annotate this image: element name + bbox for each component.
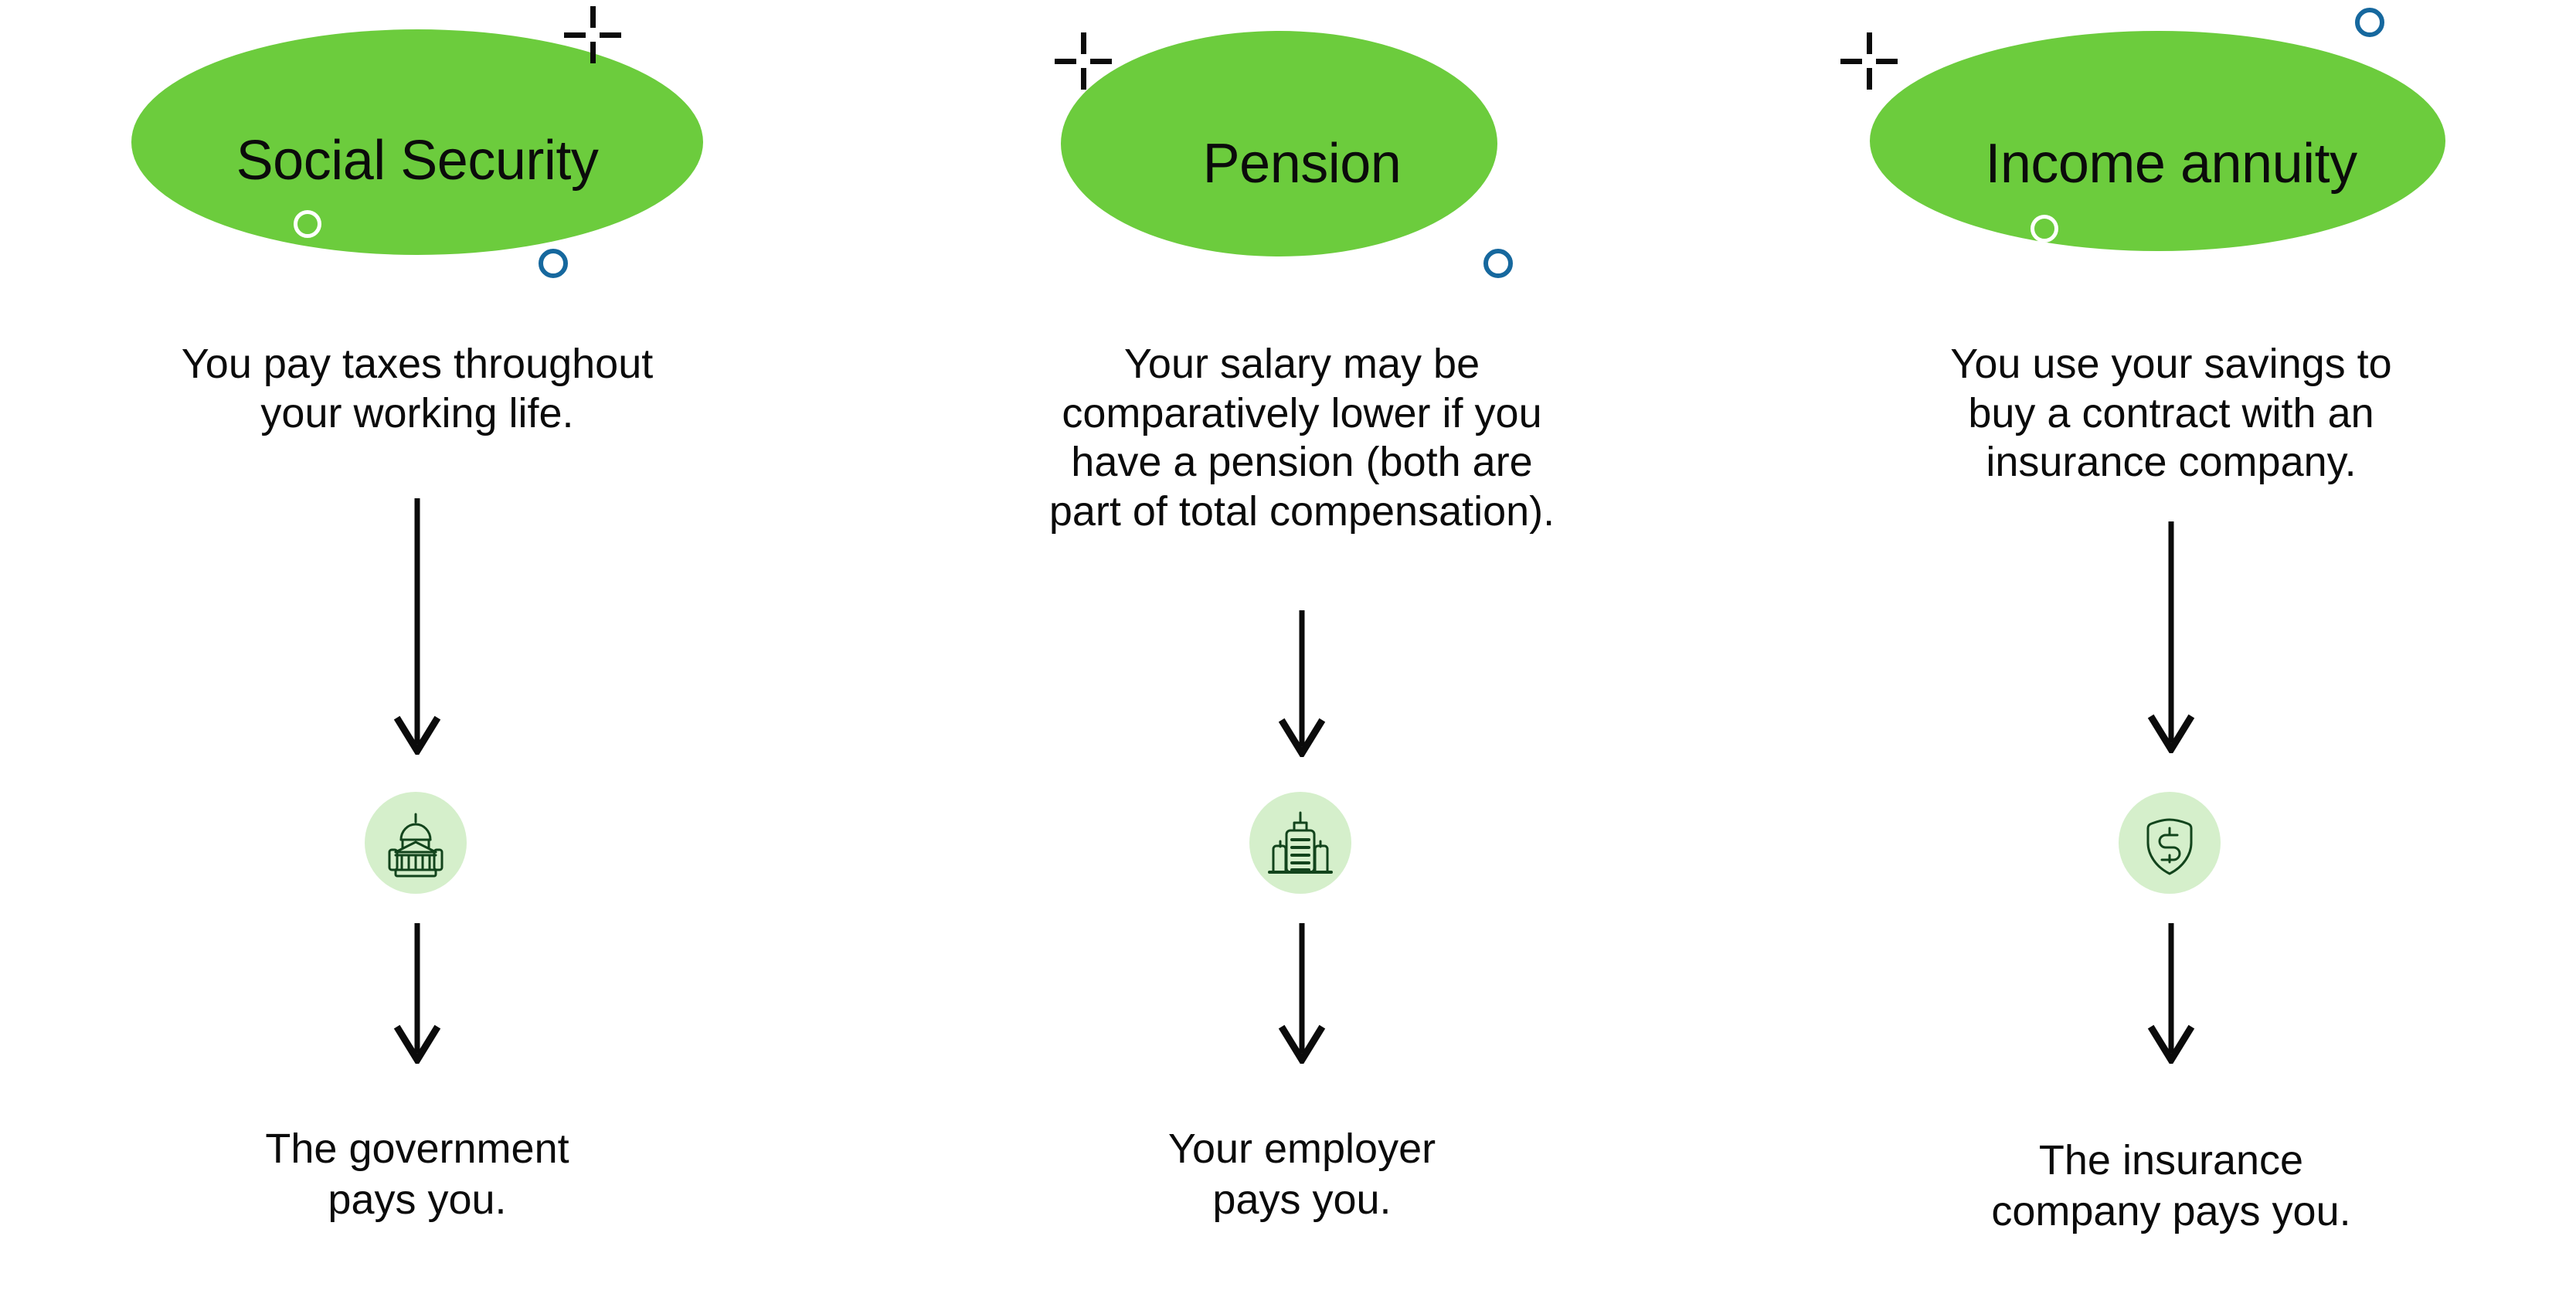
outcome-line: pays you. [1212,1176,1392,1223]
shield-dollar-icon [2146,818,2193,875]
blue-ring-icon [539,249,568,278]
column-title: Income annuity [1985,133,2357,195]
description-line: part of total compensation). [1048,488,1555,535]
description-line: You use your savings to [1950,341,2392,387]
crosshair-icon [564,6,621,63]
column-social-security: Social Security You pay taxes throughout… [70,0,765,1304]
column-outcome: The insurance company pays you. [1823,1136,2519,1238]
white-ring-icon [294,210,321,238]
description-line: buy a contract with an [1968,389,2374,436]
arrow-description-to-icon [2146,521,2196,753]
icon-badge-capitol [365,792,467,894]
title-bubble-pension: Pension [954,0,1650,309]
outcome-line: The government [265,1126,569,1172]
column-income-annuity: Income annuity You use your savings to b… [1823,0,2519,1304]
column-description: You pay taxes throughout your working li… [70,340,765,438]
arrow-description-to-icon [1277,610,1327,757]
column-outcome: Your employer pays you. [954,1124,1650,1226]
blue-ring-icon [1483,249,1513,278]
title-bubble-income-annuity: Income annuity [1823,0,2519,309]
white-ring-icon [2031,215,2058,243]
icon-badge-office [1249,792,1351,894]
description-line: insurance company. [1986,439,2357,486]
column-title: Social Security [236,130,599,192]
column-description: You use your savings to buy a contract w… [1823,340,2519,487]
column-outcome: The government pays you. [70,1124,765,1226]
blue-ring-icon [2355,8,2384,37]
outcome-line: The insurance [2038,1137,2304,1183]
capitol-building-icon [388,813,443,878]
outcome-line: Your employer [1167,1126,1436,1172]
office-buildings-icon [1268,811,1333,874]
description-line: You pay taxes throughout [181,341,654,387]
column-description: Your salary may be comparatively lower i… [954,340,1650,537]
arrow-icon-to-outcome [393,923,442,1064]
arrow-description-to-icon [393,498,442,755]
description-line: your working life. [260,389,574,436]
arrow-icon-to-outcome [1277,923,1327,1064]
ellipse-shape [1870,31,2445,251]
outcome-line: pays you. [328,1176,507,1223]
icon-badge-shield [2119,792,2221,894]
ellipse-shape [1061,31,1497,256]
title-bubble-social-security: Social Security [70,0,765,309]
crosshair-icon [1055,32,1112,90]
column-title: Pension [1202,133,1402,195]
description-line: comparatively lower if you [1062,389,1542,436]
outcome-line: company pays you. [1991,1187,2351,1234]
column-pension: Pension Your salary may be comparatively… [954,0,1650,1304]
description-line: Your salary may be [1123,341,1480,387]
crosshair-icon [1840,32,1898,90]
description-line: have a pension (both are [1071,439,1533,486]
arrow-icon-to-outcome [2146,923,2196,1064]
ellipse-shape [131,29,703,255]
